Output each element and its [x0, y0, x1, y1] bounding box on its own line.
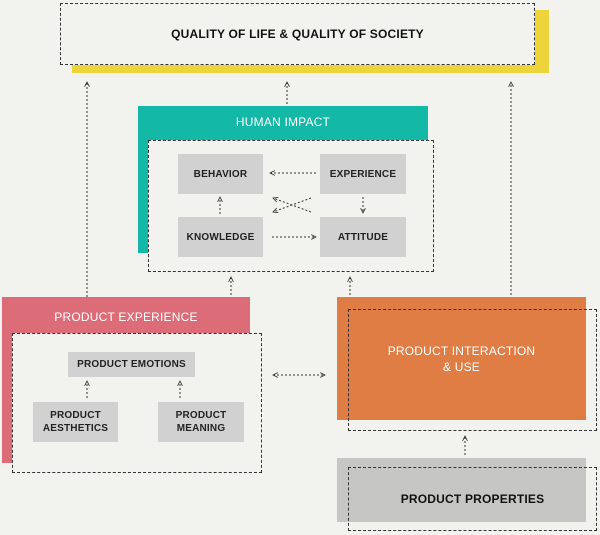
quality-of-life-box: QUALITY OF LIFE & QUALITY OF SOCIETY — [60, 3, 535, 65]
product-aesthetics-box: PRODUCT AESTHETICS — [33, 402, 118, 442]
product-meaning-box: PRODUCT MEANING — [158, 402, 244, 442]
product-properties-panel — [337, 458, 586, 522]
product-experience-title: PRODUCT EXPERIENCE — [54, 310, 198, 324]
knowledge-box: KNOWLEDGE — [178, 217, 263, 257]
experience-box: EXPERIENCE — [320, 154, 406, 194]
product-interaction-outline — [348, 309, 597, 431]
product-interaction-panel: PRODUCT INTERACTION & USE — [337, 297, 586, 420]
human-impact-title: HUMAN IMPACT — [235, 115, 331, 129]
arrow-cross-2 — [273, 198, 312, 213]
attitude-box: ATTITUDE — [320, 217, 406, 257]
product-emotions-box: PRODUCT EMOTIONS — [68, 352, 195, 377]
product-properties-box: PRODUCT PROPERTIES — [348, 467, 597, 531]
behavior-box: BEHAVIOR — [178, 154, 263, 194]
